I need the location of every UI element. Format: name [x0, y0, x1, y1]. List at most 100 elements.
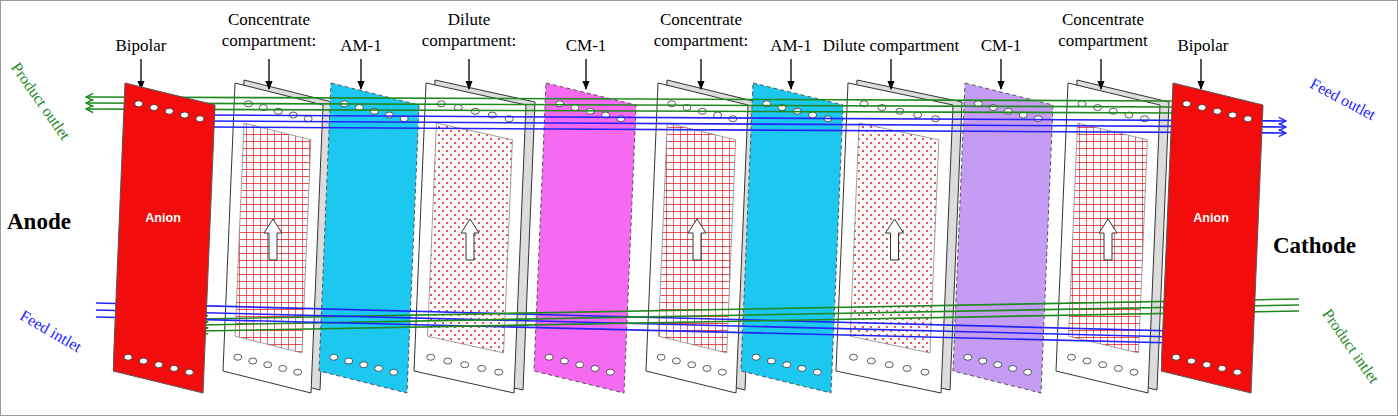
port-hole — [150, 105, 158, 111]
part-label: Concentrate compartment — [1041, 9, 1166, 51]
port-hole — [1094, 105, 1102, 111]
part-label: Concentrate compartment: — [207, 9, 332, 51]
port-hole — [360, 362, 368, 368]
port-hole — [809, 112, 817, 118]
port-hole — [1067, 354, 1075, 360]
port-hole — [471, 108, 479, 114]
port-hole — [1198, 105, 1206, 111]
port-hole — [249, 358, 257, 364]
leader-arrow — [360, 59, 361, 89]
port-hole — [560, 358, 568, 364]
compartment-frame — [646, 80, 757, 393]
port-hole — [783, 362, 791, 368]
port-hole — [279, 365, 287, 371]
port-hole — [979, 358, 987, 364]
leader-arrow — [468, 59, 469, 89]
plate-outline — [113, 79, 219, 399]
port-hole — [1009, 365, 1017, 371]
port-hole — [264, 362, 272, 368]
compartment-frame — [836, 80, 962, 393]
port-hole — [657, 354, 665, 360]
stream-label: Product outlet — [7, 58, 76, 144]
plate-face — [113, 83, 215, 393]
port-hole — [989, 105, 997, 111]
port-hole — [798, 365, 806, 371]
port-hole — [1114, 365, 1122, 371]
flow-direction-arrow — [886, 219, 904, 260]
port-hole — [1099, 362, 1107, 368]
port-hole — [718, 369, 726, 375]
port-hole — [1183, 101, 1191, 107]
port-hole — [1203, 362, 1211, 368]
port-hole — [375, 365, 383, 371]
port-hole — [867, 358, 875, 364]
part-label: AM-1 — [340, 35, 382, 56]
feed-flow-line — [201, 127, 1286, 133]
frame-face — [223, 83, 323, 393]
port-hole — [767, 358, 775, 364]
port-hole — [1083, 358, 1091, 364]
port-hole — [495, 369, 503, 375]
compartment-frame — [414, 80, 535, 393]
plate-face — [1161, 83, 1263, 393]
port-hole — [672, 358, 680, 364]
port-hole — [234, 354, 242, 360]
frame-face — [836, 83, 953, 393]
port-hole — [1172, 354, 1180, 360]
plate-label: Anion — [113, 211, 213, 225]
leader-arrow — [790, 59, 791, 89]
part-label: Bipolar — [1178, 35, 1229, 56]
port-hole — [170, 365, 178, 371]
port-hole — [196, 116, 204, 122]
flow-direction-arrow — [461, 219, 479, 260]
port-hole — [813, 369, 821, 375]
leader-arrow — [1000, 59, 1001, 89]
port-hole — [994, 362, 1002, 368]
product-flow-line — [201, 311, 1299, 331]
bipolar-plate: Anion — [1161, 79, 1267, 399]
leader-arrow — [140, 59, 141, 89]
port-hole — [294, 369, 302, 375]
membrane-face — [319, 83, 419, 393]
port-hole — [545, 354, 553, 360]
feed-flow-line — [201, 121, 1286, 127]
port-hole — [390, 369, 398, 375]
port-hole — [914, 112, 922, 118]
port-hole — [165, 108, 173, 114]
port-hole — [370, 108, 378, 114]
product-flow-line — [86, 97, 1181, 101]
port-hole — [1244, 116, 1252, 122]
port-hole — [1004, 108, 1012, 114]
port-hole — [1218, 365, 1226, 371]
port-hole — [703, 365, 711, 371]
part-label: Bipolar — [116, 35, 167, 56]
port-hole — [1233, 369, 1241, 375]
port-hole — [185, 369, 193, 375]
product-flow-line — [201, 305, 1299, 325]
frame-face — [1056, 83, 1160, 393]
product-flow-line — [86, 109, 1181, 113]
part-label: CM-1 — [981, 35, 1022, 56]
port-hole — [903, 365, 911, 371]
stream-label: Feed intlet — [16, 305, 85, 357]
flow-direction-arrow — [1099, 219, 1117, 260]
membrane-sheet — [319, 83, 419, 393]
port-hole — [1187, 358, 1195, 364]
electrode-label: Cathode — [1273, 235, 1356, 256]
leader-arrow — [1200, 59, 1201, 89]
plate-outline — [1161, 79, 1267, 399]
part-label: Dilute compartment: — [413, 9, 525, 51]
port-hole — [461, 362, 469, 368]
part-label: Concentrate compartment: — [639, 9, 764, 51]
port-hole — [444, 358, 452, 364]
port-hole — [1229, 112, 1237, 118]
port-hole — [606, 369, 614, 375]
port-hole — [729, 116, 737, 122]
port-hole — [1130, 369, 1138, 375]
port-hole — [1024, 369, 1032, 375]
port-hole — [155, 362, 163, 368]
flow-direction-arrow — [264, 219, 282, 260]
leader-arrow — [585, 59, 586, 89]
port-hole — [752, 354, 760, 360]
